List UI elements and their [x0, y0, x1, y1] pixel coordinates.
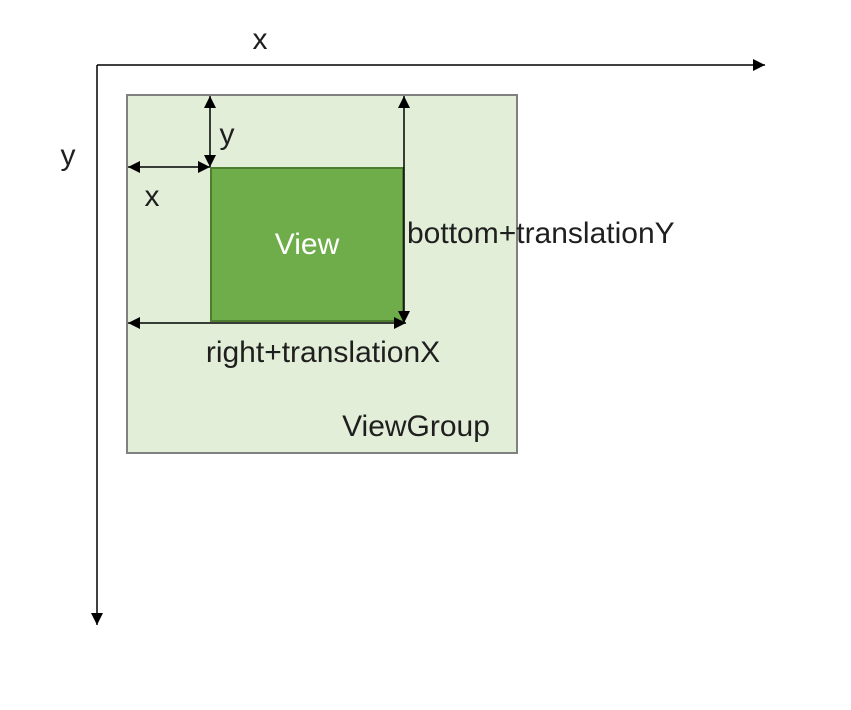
view-label: View — [274, 227, 340, 261]
viewgroup-label: ViewGroup — [342, 410, 490, 443]
y-offset-label: y — [219, 118, 235, 151]
y-axis-label: y — [60, 139, 76, 172]
x-axis-label: x — [252, 23, 268, 56]
x-offset-label: x — [144, 180, 160, 213]
bottom-translationY-label: bottom+translationY — [407, 217, 675, 250]
view-rect: View — [210, 167, 404, 322]
right-translationX-label: right+translationX — [205, 336, 441, 369]
